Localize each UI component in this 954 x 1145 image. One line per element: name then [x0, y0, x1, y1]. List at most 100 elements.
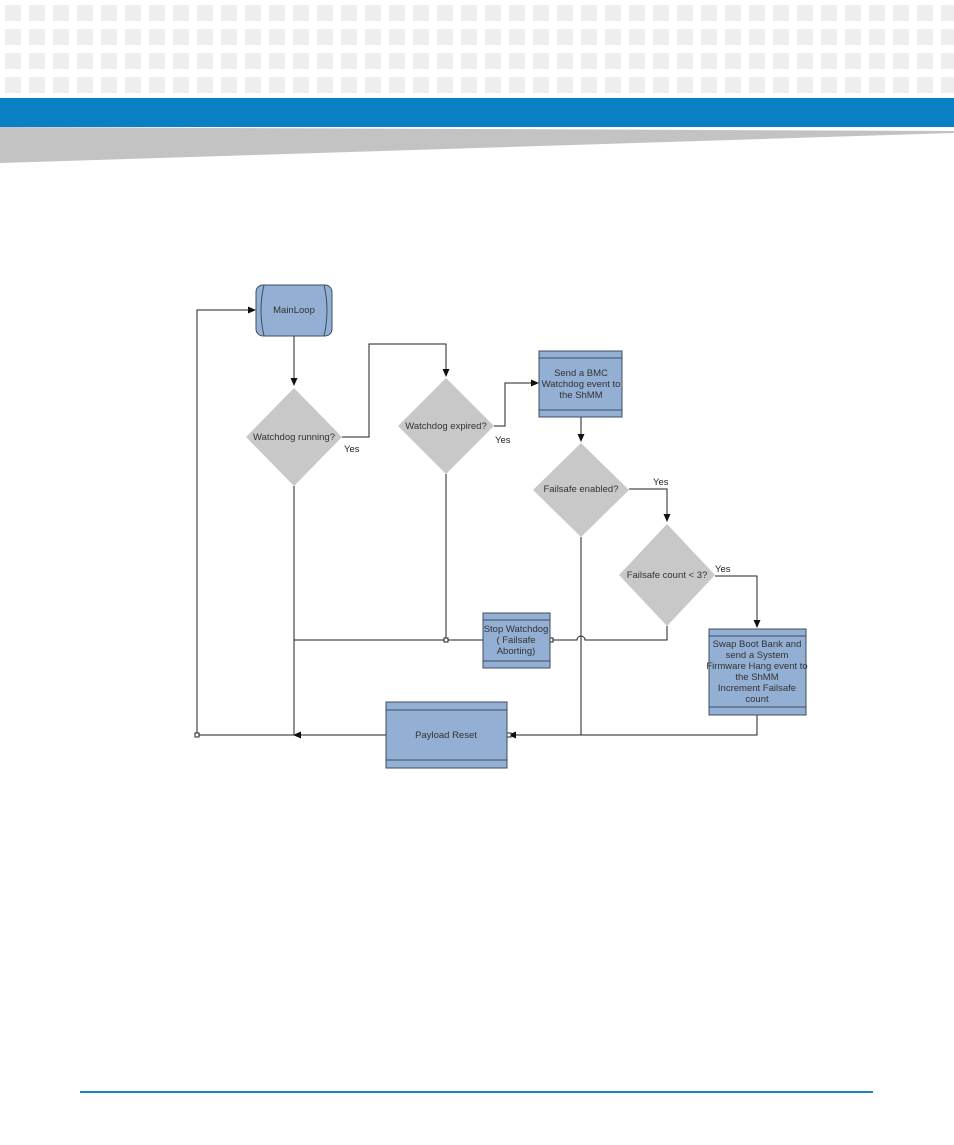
header-pattern-square — [653, 5, 669, 21]
header-pattern-square — [173, 77, 189, 93]
junction-square — [506, 732, 512, 738]
header-pattern-square — [893, 29, 909, 45]
header-pattern-square — [5, 5, 21, 21]
header-pattern-square — [917, 29, 933, 45]
header-pattern-square — [389, 53, 405, 69]
process-swap-boot-bank-line: Swap Boot Bank and — [713, 639, 802, 650]
decision-watchdog-expired: Watchdog expired? — [398, 378, 494, 474]
header-pattern-square — [245, 29, 261, 45]
header-pattern-square — [557, 77, 573, 93]
process-swap-boot-bank-line: Firmware Hang event to — [706, 661, 807, 672]
header-pattern-square — [893, 53, 909, 69]
process-send-bmc-event-line: Watchdog event to — [542, 379, 621, 390]
header-pattern-square — [197, 5, 213, 21]
connector-count-yes-to-swap — [715, 575, 761, 628]
process-stop-watchdog-line: Stop Watchdog — [484, 624, 549, 635]
process-send-bmc-event: Send a BMC Watchdog event to the ShMM — [538, 350, 623, 418]
decision-failsafe-count-label: Failsafe count < 3? — [627, 570, 708, 581]
header-pattern-square — [941, 5, 954, 21]
header-pattern-square — [557, 29, 573, 45]
header-pattern-square — [53, 5, 69, 21]
header-pattern-square — [29, 5, 45, 21]
header-gray-wedge — [0, 127, 954, 163]
header-pattern-square — [749, 29, 765, 45]
header-pattern-square — [461, 77, 477, 93]
header-pattern-square — [773, 5, 789, 21]
header-pattern-square — [797, 5, 813, 21]
decision-failsafe-enabled-label: Failsafe enabled? — [544, 484, 619, 495]
header-pattern-square — [629, 29, 645, 45]
connectors — [196, 306, 761, 739]
header-pattern-square — [701, 53, 717, 69]
header-pattern-square — [581, 53, 597, 69]
header-pattern-square — [701, 5, 717, 21]
header-pattern-square — [389, 5, 405, 21]
header-pattern-square — [557, 53, 573, 69]
junction-square — [443, 637, 449, 643]
header-pattern-square — [149, 77, 165, 93]
header-pattern-square — [197, 77, 213, 93]
header-pattern-square — [677, 53, 693, 69]
header-pattern-square — [773, 77, 789, 93]
header-pattern-square — [437, 5, 453, 21]
header-pattern-square — [461, 29, 477, 45]
header-pattern-square — [725, 29, 741, 45]
yes-label-enabled: Yes — [653, 477, 669, 488]
header-pattern-square — [773, 53, 789, 69]
header-pattern-square — [101, 5, 117, 21]
header-pattern-square — [413, 5, 429, 21]
header-pattern-square — [797, 53, 813, 69]
header-pattern-square — [845, 77, 861, 93]
header-pattern-square — [581, 29, 597, 45]
header-pattern-square — [341, 29, 357, 45]
header-pattern-square — [461, 5, 477, 21]
header-pattern-square — [605, 29, 621, 45]
header-pattern-square — [125, 5, 141, 21]
header-pattern-square — [173, 5, 189, 21]
header-blue-band — [0, 98, 954, 127]
mainloop-label: MainLoop — [273, 305, 315, 316]
process-payload-reset: Payload Reset — [385, 701, 508, 769]
header-pattern-square — [653, 53, 669, 69]
header-pattern-square — [389, 77, 405, 93]
header-pattern-square — [125, 53, 141, 69]
header-pattern-square — [605, 53, 621, 69]
header-pattern-square — [893, 77, 909, 93]
header-pattern-square — [701, 29, 717, 45]
header-pattern-square — [917, 53, 933, 69]
header-pattern-square — [5, 53, 21, 69]
header-pattern-square — [461, 53, 477, 69]
header-pattern-square — [629, 53, 645, 69]
header-pattern-square — [725, 53, 741, 69]
process-stop-watchdog-line: ( Failsafe — [496, 635, 535, 646]
header-pattern-square — [221, 29, 237, 45]
header-pattern-square — [437, 29, 453, 45]
header-pattern-square — [413, 29, 429, 45]
connector-running-yes-to-expired — [342, 343, 450, 438]
header-pattern-square — [509, 77, 525, 93]
header-pattern-square — [509, 53, 525, 69]
header-pattern-square — [725, 77, 741, 93]
connector-swap-to-reset — [581, 715, 758, 736]
process-swap-boot-bank-line: Increment Failsafe — [718, 683, 796, 694]
header-pattern-square — [125, 77, 141, 93]
header-pattern-square — [629, 5, 645, 21]
header-pattern-square — [77, 29, 93, 45]
header-pattern-square — [485, 29, 501, 45]
header-pattern-square — [269, 53, 285, 69]
process-send-bmc-event-line: the ShMM — [559, 390, 602, 401]
header-pattern-square — [365, 77, 381, 93]
header-pattern-square — [821, 77, 837, 93]
header-pattern-square — [821, 5, 837, 21]
header-pattern-square — [533, 77, 549, 93]
header-pattern-square — [53, 53, 69, 69]
header-pattern-square — [869, 77, 885, 93]
header-pattern-square — [437, 53, 453, 69]
header-pattern-square — [797, 29, 813, 45]
header-pattern-square — [341, 53, 357, 69]
header-pattern-square — [365, 29, 381, 45]
header-pattern-square — [269, 77, 285, 93]
header-pattern-square — [317, 53, 333, 69]
header-pattern-square — [173, 29, 189, 45]
